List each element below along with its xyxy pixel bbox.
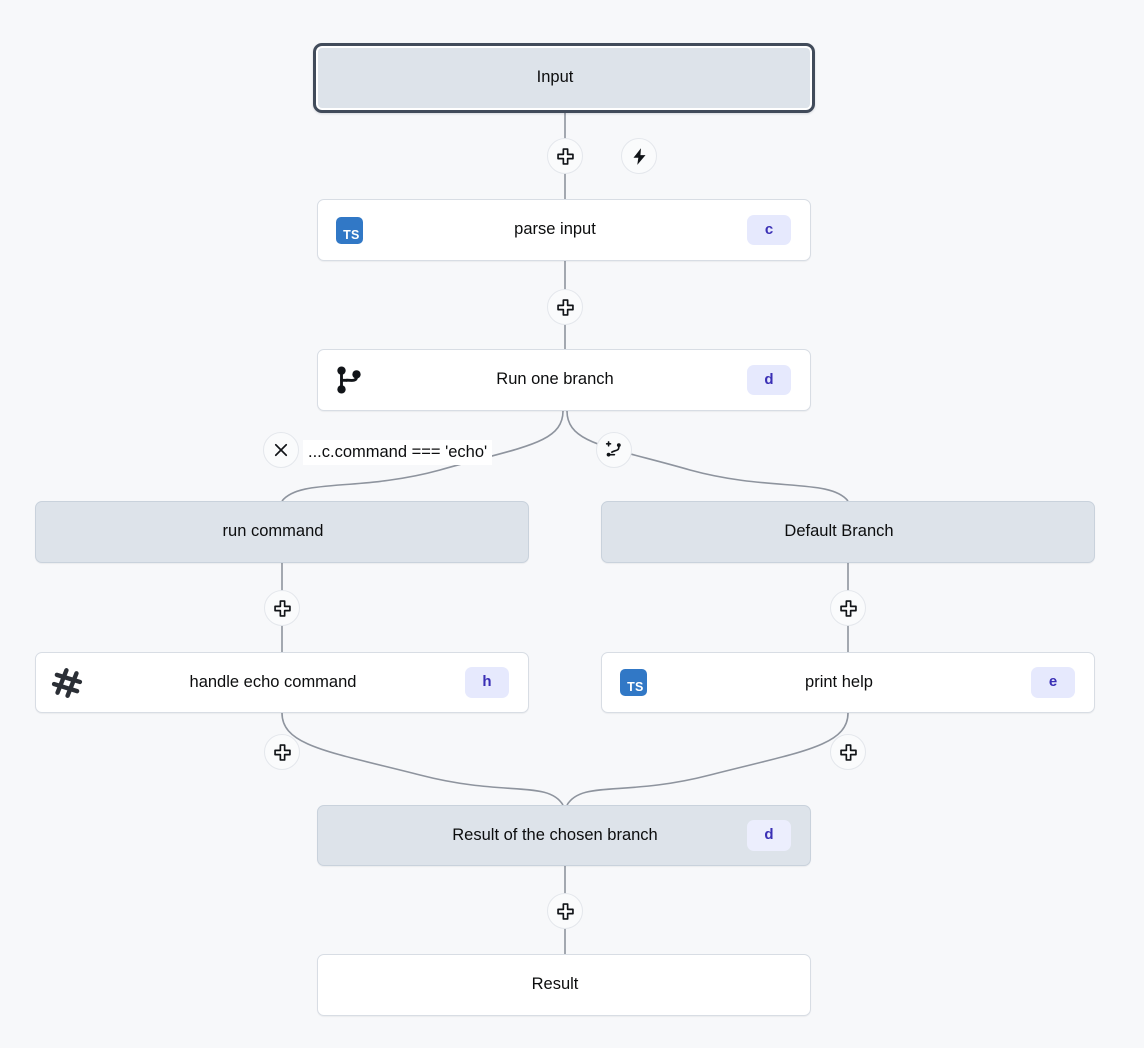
node-run-command-label: run command: [222, 522, 324, 541]
remove-branch-button[interactable]: [263, 432, 299, 468]
add-step-icon: [273, 743, 291, 761]
add-step-button-left-branch[interactable]: [264, 590, 300, 626]
node-input-label: Input: [536, 68, 574, 87]
trigger-button[interactable]: [621, 138, 657, 174]
node-print-help[interactable]: TS print help e: [601, 652, 1095, 713]
add-step-button-after-input[interactable]: [547, 138, 583, 174]
node-parse-input[interactable]: TS parse input c: [317, 199, 811, 261]
add-step-icon: [556, 902, 574, 920]
add-step-icon: [556, 147, 574, 165]
typescript-icon: TS: [326, 216, 372, 244]
git-branch-plus-icon: [605, 441, 621, 457]
branch-condition-label[interactable]: ...c.command === 'echo': [303, 440, 493, 465]
node-run-one-branch[interactable]: Run one branch d: [317, 349, 811, 411]
node-print-help-badge: e: [1031, 667, 1075, 698]
add-step-button-after-parse-input[interactable]: [547, 289, 583, 325]
node-result[interactable]: Result: [317, 954, 811, 1016]
node-run-command[interactable]: run command: [35, 501, 529, 563]
node-handle-echo-command[interactable]: handle echo command h: [35, 652, 529, 713]
node-print-help-label: print help: [805, 672, 873, 691]
typescript-icon-text: TS: [619, 669, 647, 696]
handle-echo-badge-slot: h: [456, 667, 518, 698]
result-chosen-badge-slot: d: [738, 820, 800, 851]
close-icon: [274, 443, 288, 457]
parse-input-badge-slot: c: [738, 214, 800, 246]
node-default-branch-label: Default Branch: [784, 522, 894, 541]
node-result-of-chosen-branch-badge: d: [747, 820, 791, 851]
node-result-of-chosen-branch-label: Result of the chosen branch: [452, 825, 658, 844]
lightning-icon: [632, 147, 646, 165]
add-step-button-after-print-help[interactable]: [830, 734, 866, 770]
add-step-icon: [273, 599, 291, 617]
add-step-button-right-branch[interactable]: [830, 590, 866, 626]
git-branch-icon: [326, 365, 372, 395]
add-step-icon: [839, 599, 857, 617]
typescript-icon: TS: [610, 669, 656, 696]
node-run-one-branch-label: Run one branch: [496, 370, 614, 389]
edge-print-help-to-result: [566, 712, 849, 806]
node-run-one-branch-badge: d: [747, 364, 791, 396]
node-parse-input-label: parse input: [514, 220, 596, 239]
node-handle-echo-command-badge: h: [465, 667, 509, 698]
node-result-label: Result: [531, 975, 579, 994]
node-parse-input-badge: c: [747, 214, 791, 246]
node-handle-echo-command-label: handle echo command: [189, 672, 357, 691]
node-input[interactable]: Input: [313, 43, 815, 113]
node-default-branch[interactable]: Default Branch: [601, 501, 1095, 563]
node-result-of-chosen-branch[interactable]: Result of the chosen branch d: [317, 805, 811, 866]
hash-tilted-icon: [44, 666, 90, 700]
run-one-branch-badge-slot: d: [738, 364, 800, 396]
add-step-button-after-result-chosen[interactable]: [547, 893, 583, 929]
add-branch-button[interactable]: [596, 432, 632, 468]
add-step-icon: [839, 743, 857, 761]
print-help-badge-slot: e: [1022, 667, 1084, 698]
edge-handle-echo-to-result: [281, 712, 564, 806]
typescript-icon-text: TS: [335, 216, 363, 244]
add-step-icon: [556, 298, 574, 316]
add-step-button-after-handle-echo[interactable]: [264, 734, 300, 770]
